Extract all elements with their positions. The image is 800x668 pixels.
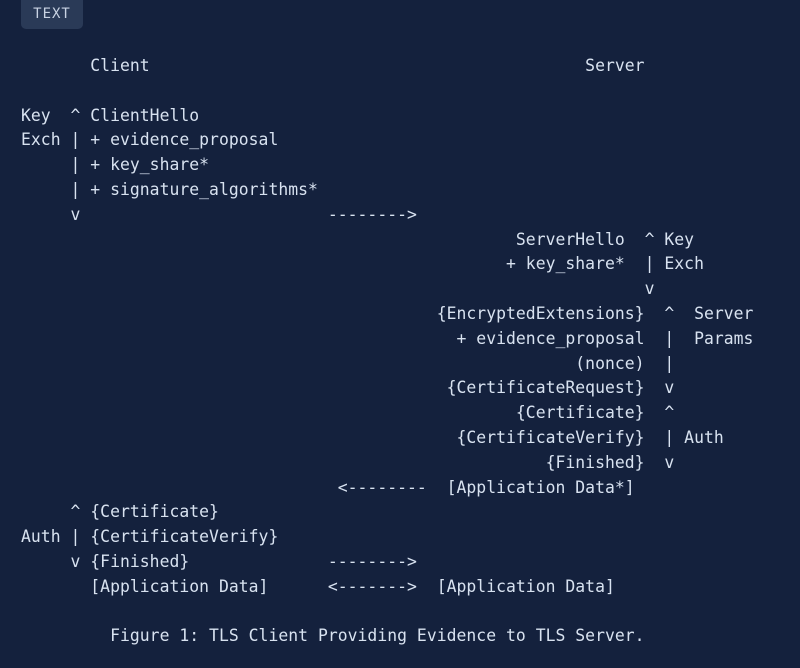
diagram-line: (nonce) | [21,353,675,373]
diagram-line: {Certificate} ^ [21,403,675,423]
code-language-badge: TEXT [21,0,83,29]
diagram-line [21,600,753,625]
diagram-line: + key_share* | Exch [21,254,704,274]
diagram-line: Key ^ ClientHello [21,105,200,125]
diagram-line: {CertificateVerify} | Auth [21,427,724,447]
diagram-line: {CertificateRequest} v [21,378,675,398]
diagram-line: {Finished} v [21,452,675,472]
diagram-line: ^ {Certificate} [21,502,219,522]
diagram-line [21,79,753,104]
diagram-line: v {Finished} --------> [21,551,417,571]
diagram-line: Client Server [21,56,645,75]
figure-caption: Figure 1: TLS Client Providing Evidence … [21,626,645,646]
diagram-line: v [21,279,655,299]
diagram-line: | + key_share* [21,155,210,175]
diagram-line: Exch | + evidence_proposal [21,130,279,150]
diagram-line: {EncryptedExtensions} ^ Server [21,303,754,323]
diagram-line: [Application Data] <-------> [Applicatio… [21,576,615,596]
diagram-line: <-------- [Application Data*] [21,477,635,497]
diagram-line: ServerHello ^ Key [21,229,695,249]
diagram-line: v --------> [21,204,417,224]
diagram-line: | + signature_algorithms* [21,179,318,199]
diagram-line: + evidence_proposal | Params [21,328,754,348]
diagram-line: Auth | {CertificateVerify} [21,527,279,547]
